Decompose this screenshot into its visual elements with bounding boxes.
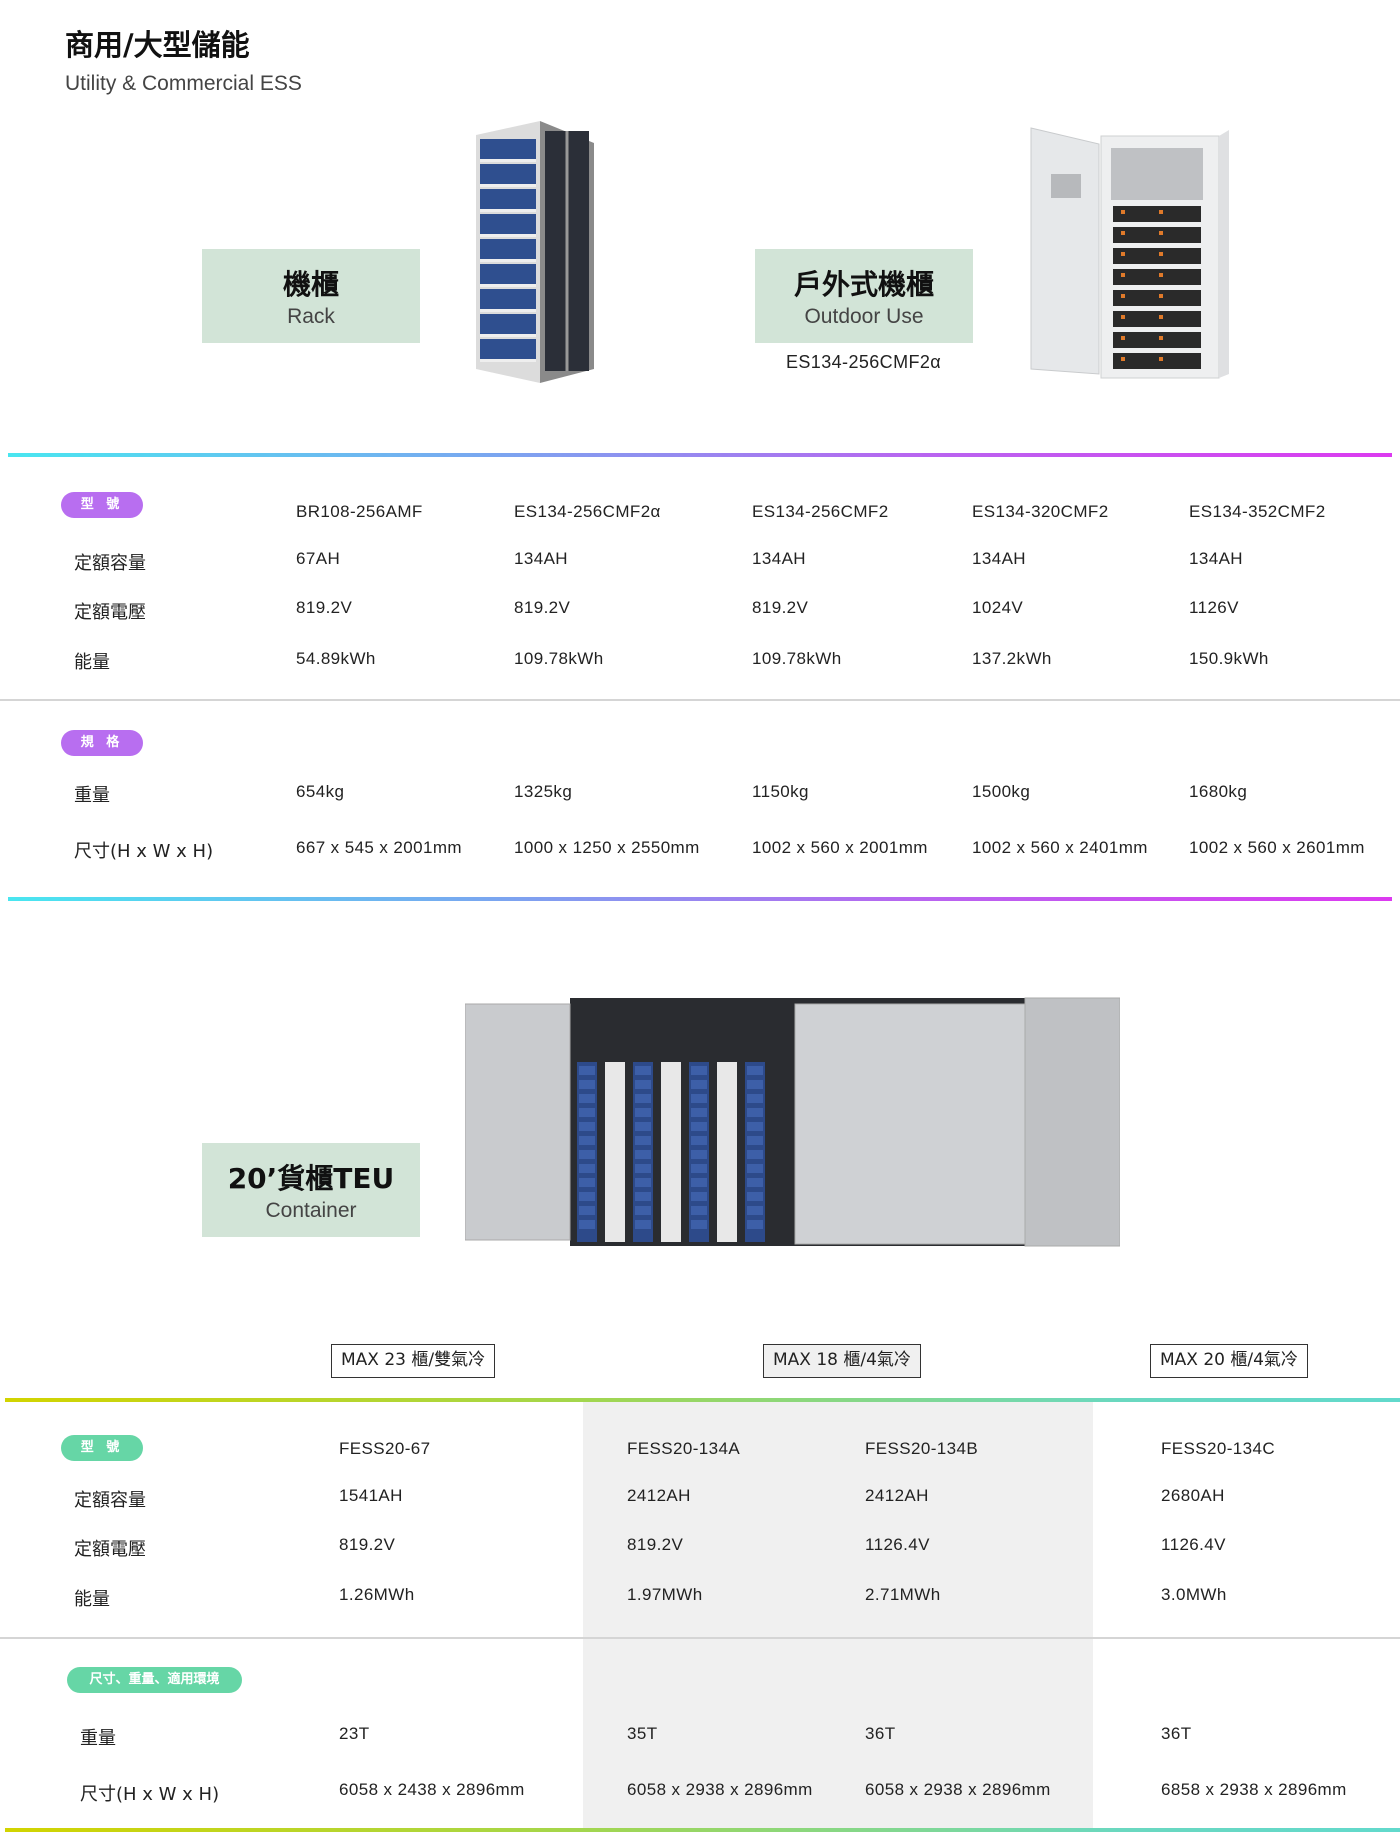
cell-energy: 54.89kWh xyxy=(296,649,376,668)
cell-model: BR108-256AMF xyxy=(296,502,423,521)
cell-model: FESS20-134C xyxy=(1161,1439,1276,1458)
category-rack-zh: 機櫃 xyxy=(282,268,339,301)
cell-size: 1002 x 560 x 2601mm xyxy=(1189,838,1365,857)
label-voltage: 定額電壓 xyxy=(74,602,146,623)
cell-voltage: 1024V xyxy=(972,598,1024,617)
badge-model: 型 號 xyxy=(61,492,143,518)
section-divider-gradient xyxy=(8,453,1392,457)
cell-weight: 1150kg xyxy=(752,782,809,801)
cell-voltage: 1126.4V xyxy=(865,1535,930,1554)
cell-size: 6058 x 2938 x 2896mm xyxy=(627,1780,813,1799)
cell-voltage: 819.2V xyxy=(514,598,571,617)
cell-capacity: 2412AH xyxy=(627,1486,691,1505)
max-label-3: MAX 20 櫃/4氣冷 xyxy=(1150,1344,1308,1378)
cell-weight: 1325kg xyxy=(514,782,573,801)
rack-image xyxy=(476,121,594,383)
page-subtitle: Utility & Commercial ESS xyxy=(65,72,302,95)
label-size: 尺寸(H x W x H) xyxy=(80,1784,220,1805)
cell-model: FESS20-67 xyxy=(339,1439,431,1458)
category-outdoor-zh: 戶外式機櫃 xyxy=(793,268,934,301)
category-rack: 機櫃 Rack xyxy=(202,249,420,343)
label-energy: 能量 xyxy=(74,652,110,673)
section-divider-gradient xyxy=(5,1828,1400,1832)
cell-energy: 137.2kWh xyxy=(972,649,1052,668)
category-outdoor-en: Outdoor Use xyxy=(804,305,924,328)
container-image xyxy=(465,997,1120,1247)
cell-capacity: 134AH xyxy=(972,549,1026,568)
cell-capacity: 67AH xyxy=(296,549,341,568)
label-size: 尺寸(H x W x H) xyxy=(74,841,214,862)
cell-energy: 109.78kWh xyxy=(514,649,604,668)
cell-energy: 2.71MWh xyxy=(865,1585,941,1604)
max-label-1: MAX 23 櫃/雙氣冷 xyxy=(331,1344,496,1378)
cell-size: 6058 x 2938 x 2896mm xyxy=(865,1780,1051,1799)
label-capacity: 定額容量 xyxy=(74,553,146,574)
cell-size: 1002 x 560 x 2001mm xyxy=(752,838,928,857)
section-divider-gradient xyxy=(5,1398,1400,1402)
cell-voltage: 819.2V xyxy=(339,1535,396,1554)
cell-energy: 150.9kWh xyxy=(1189,649,1269,668)
cell-model: FESS20-134B xyxy=(865,1439,979,1458)
outdoor-cabinet-image xyxy=(1030,127,1229,379)
badge-spec: 尺寸、重量、適用環境 xyxy=(67,1667,242,1693)
cell-weight: 1680kg xyxy=(1189,782,1248,801)
cell-weight: 23T xyxy=(339,1724,370,1743)
cell-capacity: 134AH xyxy=(1189,549,1243,568)
badge-model: 型 號 xyxy=(61,1435,143,1461)
cell-voltage: 819.2V xyxy=(627,1535,684,1554)
label-voltage: 定額電壓 xyxy=(74,1539,146,1560)
category-rack-en: Rack xyxy=(287,305,335,328)
cell-weight: 654kg xyxy=(296,782,345,801)
category-outdoor: 戶外式機櫃 Outdoor Use xyxy=(755,249,973,343)
cell-weight: 36T xyxy=(1161,1724,1192,1743)
cell-voltage: 1126V xyxy=(1189,598,1239,617)
cell-voltage: 819.2V xyxy=(296,598,353,617)
outdoor-model: ES134-256CMF2α xyxy=(786,352,942,372)
cell-model: ES134-256CMF2 xyxy=(752,502,889,521)
label-weight: 重量 xyxy=(80,1728,116,1749)
cell-model: ES134-352CMF2 xyxy=(1189,502,1326,521)
cell-model: ES134-320CMF2 xyxy=(972,502,1109,521)
label-energy: 能量 xyxy=(74,1589,110,1610)
highlight-column xyxy=(583,1402,1093,1828)
cell-size: 1002 x 560 x 2401mm xyxy=(972,838,1148,857)
category-container-zh: 20’貨櫃TEU xyxy=(227,1162,395,1195)
cell-capacity: 2680AH xyxy=(1161,1486,1225,1505)
cell-weight: 36T xyxy=(865,1724,896,1743)
category-container-en: Container xyxy=(265,1199,357,1222)
cell-capacity: 2412AH xyxy=(865,1486,929,1505)
cell-size: 1000 x 1250 x 2550mm xyxy=(514,838,700,857)
row-divider xyxy=(0,699,1400,701)
cell-size: 6058 x 2438 x 2896mm xyxy=(339,1780,525,1799)
cell-size: 6858 x 2938 x 2896mm xyxy=(1161,1780,1347,1799)
cell-model: FESS20-134A xyxy=(627,1439,741,1458)
cell-capacity: 134AH xyxy=(514,549,568,568)
cell-energy: 3.0MWh xyxy=(1161,1585,1227,1604)
label-capacity: 定額容量 xyxy=(74,1490,146,1511)
max-label-2: MAX 18 櫃/4氣冷 xyxy=(763,1344,921,1378)
category-container: 20’貨櫃TEU Container xyxy=(202,1143,420,1237)
label-weight: 重量 xyxy=(74,785,110,806)
cell-weight: 1500kg xyxy=(972,782,1031,801)
cell-weight: 35T xyxy=(627,1724,658,1743)
cell-voltage: 819.2V xyxy=(752,598,809,617)
page-title: 商用/大型儲能 xyxy=(65,28,250,62)
cell-size: 667 x 545 x 2001mm xyxy=(296,838,462,857)
cell-capacity: 1541AH xyxy=(339,1486,403,1505)
cell-energy: 1.97MWh xyxy=(627,1585,703,1604)
badge-spec: 規 格 xyxy=(61,730,143,756)
row-divider xyxy=(0,1637,1400,1639)
section-divider-gradient xyxy=(8,897,1392,901)
cell-energy: 109.78kWh xyxy=(752,649,842,668)
cell-energy: 1.26MWh xyxy=(339,1585,415,1604)
cell-capacity: 134AH xyxy=(752,549,806,568)
cell-model: ES134-256CMF2α xyxy=(514,502,661,521)
cell-voltage: 1126.4V xyxy=(1161,1535,1226,1554)
